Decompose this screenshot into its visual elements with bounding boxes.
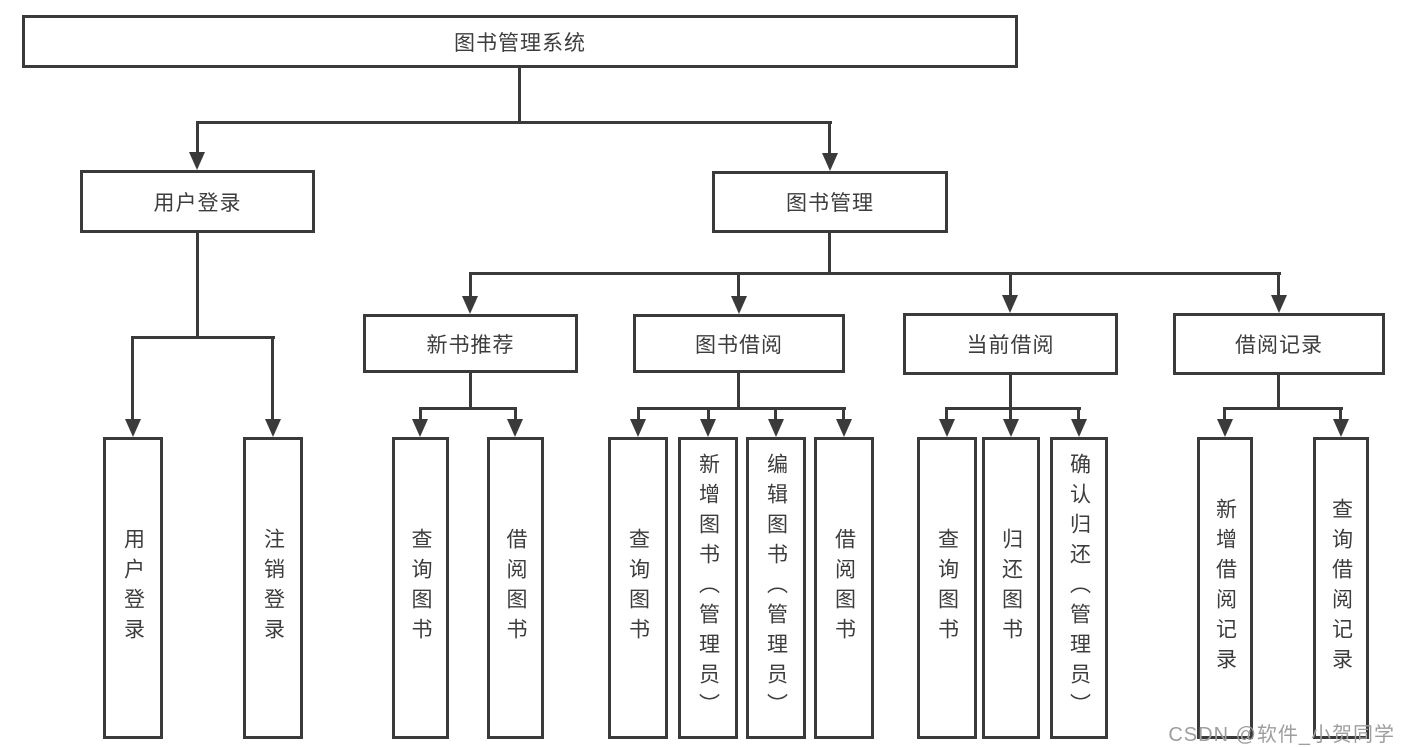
arrow-down-icon [822, 153, 838, 171]
node-book-management: 图书管理 [712, 171, 948, 233]
connector-drop [945, 407, 948, 421]
connector-user-login-stem [196, 233, 199, 338]
connector-drop [1077, 407, 1080, 421]
leaf-record-query-label: 查询借阅记录 [1329, 498, 1353, 678]
leaf-borrow-query: 查询图书 [608, 437, 668, 739]
arrow-down-icon [1071, 419, 1087, 437]
node-borrow-record: 借阅记录 [1173, 313, 1385, 375]
connector-drop [737, 272, 740, 298]
leaf-borrow-add-admin: 新增图书（管理员） [678, 437, 738, 739]
node-user-login: 用户登录 [80, 170, 315, 233]
arrow-down-icon [1217, 419, 1233, 437]
connector-newbook-stem [469, 373, 472, 409]
arrow-down-icon [125, 419, 141, 437]
watermark: CSDN @软件_小贺同学 [1168, 724, 1395, 746]
arrow-down-icon [189, 152, 205, 170]
connector-drop [707, 407, 710, 421]
leaf-current-query: 查询图书 [917, 437, 977, 739]
connector-user-login-drop [196, 121, 199, 154]
arrow-down-icon [630, 419, 646, 437]
node-root-label: 图书管理系统 [454, 31, 586, 55]
connector-drop [1339, 407, 1342, 421]
leaf-user-login-label: 用户登录 [121, 528, 145, 648]
leaf-newbook-query-label: 查询图书 [409, 528, 432, 648]
node-root: 图书管理系统 [22, 15, 1018, 68]
leaf-borrow-edit-admin: 编辑图书（管理员） [746, 437, 806, 739]
connector-level2-bar [196, 121, 832, 124]
arrow-down-icon [1333, 419, 1349, 437]
arrow-down-icon [1003, 419, 1019, 437]
connector-record-stem [1277, 375, 1280, 409]
arrow-down-icon [836, 419, 852, 437]
connector-drop [1009, 272, 1012, 297]
arrow-down-icon [939, 419, 955, 437]
arrow-down-icon [462, 296, 478, 314]
node-current-borrow-label: 当前借阅 [966, 334, 1055, 357]
connector-root-stem [518, 68, 521, 123]
leaf-current-confirm-admin: 确认归还（管理员） [1050, 437, 1108, 739]
leaf-borrow-add-admin-label: 新增图书（管理员） [696, 453, 720, 723]
leaf-borrow-edit-admin-label: 编辑图书（管理员） [764, 453, 788, 723]
connector-drop [514, 407, 517, 421]
connector-bookborrow-stem [737, 373, 740, 409]
arrow-down-icon [1002, 295, 1018, 313]
node-book-borrow: 图书借阅 [633, 314, 845, 373]
leaf-borrow-book: 借阅图书 [814, 437, 874, 739]
leaf-current-confirm-admin-label: 确认归还（管理员） [1067, 453, 1091, 723]
arrow-down-icon [700, 419, 716, 437]
leaf-record-add-label: 新增借阅记录 [1213, 498, 1237, 678]
connector-book-mgmt-drop [828, 121, 831, 155]
leaf-borrow-book-label: 借阅图书 [832, 528, 856, 648]
connector-drop [131, 336, 134, 421]
connector-user-login-bar [131, 336, 275, 339]
leaf-record-query: 查询借阅记录 [1313, 437, 1369, 739]
node-user-login-label: 用户登录 [153, 191, 242, 215]
connector-drop [1009, 407, 1012, 421]
leaf-record-add: 新增借阅记录 [1197, 437, 1253, 739]
connector-drop [637, 407, 640, 421]
arrow-down-icon [1271, 295, 1287, 313]
connector-book-mgmt-stem [828, 233, 831, 274]
leaf-newbook-borrow: 借阅图书 [487, 437, 544, 739]
leaf-current-query-label: 查询图书 [935, 528, 959, 648]
node-book-management-label: 图书管理 [786, 192, 874, 215]
connector-current-bar [945, 407, 1081, 410]
connector-drop [271, 336, 274, 421]
arrow-down-icon [412, 419, 428, 437]
leaf-current-return-label: 归还图书 [999, 528, 1023, 648]
arrow-down-icon [768, 419, 784, 437]
node-new-book-recommend: 新书推荐 [363, 314, 578, 373]
connector-drop [1223, 407, 1226, 421]
connector-current-stem [1009, 375, 1012, 409]
connector-newbook-bar [419, 407, 517, 410]
connector-record-bar [1223, 407, 1343, 410]
node-new-book-recommend-label: 新书推荐 [426, 333, 515, 357]
connector-drop [419, 407, 422, 421]
leaf-logout-label: 注销登录 [261, 528, 285, 648]
node-current-borrow: 当前借阅 [903, 313, 1118, 375]
connector-drop [1277, 272, 1280, 297]
connector-drop [469, 272, 472, 298]
node-book-borrow-label: 图书借阅 [695, 333, 783, 357]
node-borrow-record-label: 借阅记录 [1235, 334, 1323, 357]
connector-bookborrow-bar [637, 407, 846, 410]
leaf-user-login: 用户登录 [103, 437, 163, 739]
leaf-borrow-query-label: 查询图书 [626, 528, 650, 648]
arrow-down-icon [507, 419, 523, 437]
connector-drop [842, 407, 845, 421]
leaf-newbook-query: 查询图书 [392, 437, 449, 739]
connector-level3-bar [469, 272, 1281, 275]
connector-drop [774, 407, 777, 421]
arrow-down-icon [731, 296, 747, 314]
leaf-logout: 注销登录 [243, 437, 303, 739]
leaf-newbook-borrow-label: 借阅图书 [504, 528, 527, 648]
leaf-current-return: 归还图书 [982, 437, 1040, 739]
arrow-down-icon [265, 419, 281, 437]
